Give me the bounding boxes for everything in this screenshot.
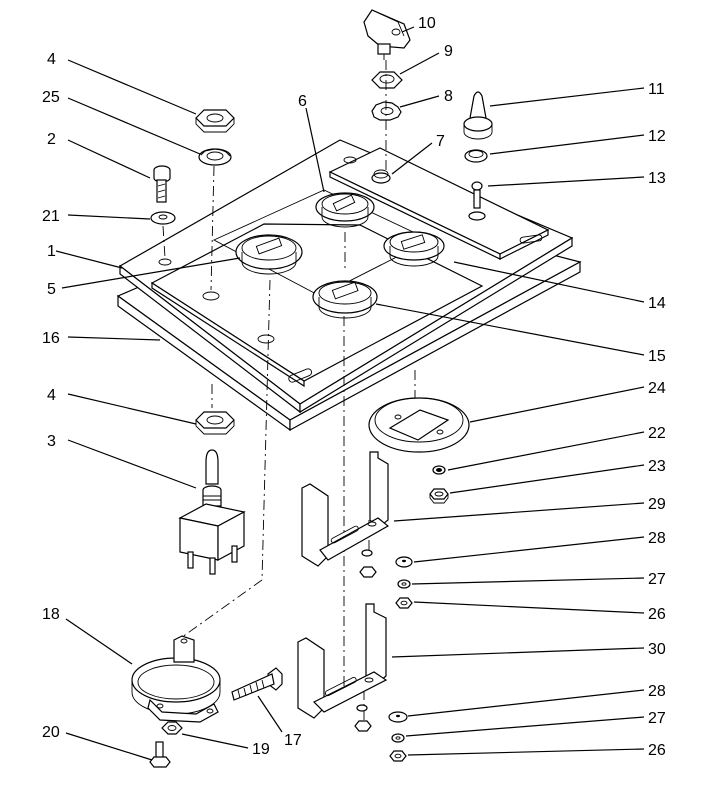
bracket-29 <box>301 451 390 567</box>
plate-holes <box>158 258 313 383</box>
stack-axis-line <box>210 165 215 291</box>
gauge-opening-6 <box>315 192 375 228</box>
callout-11: 11 <box>648 81 665 98</box>
callout-labels: 10 9 8 7 6 11 12 13 14 15 4 25 2 21 1 5 … <box>42 15 666 759</box>
callout-30: 30 <box>648 641 666 658</box>
band-clamp-18 <box>131 635 221 723</box>
callout-21: 21 <box>42 208 60 225</box>
callout-15: 15 <box>648 348 666 365</box>
gauge-24 <box>368 397 470 453</box>
callout-27-a: 27 <box>648 571 666 588</box>
ignition-switch-7 <box>371 169 391 184</box>
gauge-opening-14 <box>383 231 445 267</box>
screw-axis-line <box>162 225 166 259</box>
callout-27-b: 27 <box>648 710 666 727</box>
toggle-boot-11 <box>463 91 493 140</box>
callout-28-b: 28 <box>648 683 666 700</box>
bracket-30 <box>297 603 388 719</box>
bracket-30-hardware <box>354 704 372 732</box>
ring-nut-12 <box>464 149 488 163</box>
callout-16: 16 <box>42 330 60 347</box>
callout-12: 12 <box>648 128 666 145</box>
washer-21 <box>150 211 176 225</box>
callout-5: 5 <box>47 281 56 298</box>
lock-washer-25 <box>198 148 232 166</box>
star-washer-8 <box>371 101 402 121</box>
nut-23 <box>429 488 449 504</box>
callout-26-a: 26 <box>648 606 666 623</box>
callout-28-a: 28 <box>648 530 666 547</box>
callout-3: 3 <box>47 433 56 450</box>
toggle-switch-3 <box>178 449 246 575</box>
callout-9: 9 <box>444 43 453 60</box>
callout-24: 24 <box>648 380 666 397</box>
gauge-opening-15 <box>312 280 378 319</box>
callout-22: 22 <box>648 425 666 442</box>
callout-14: 14 <box>648 295 666 312</box>
callout-4-top: 4 <box>47 51 56 68</box>
key-switch <box>363 9 411 60</box>
bolt-17 <box>231 667 283 701</box>
guide-line-clamp-b <box>177 579 263 641</box>
callout-19: 19 <box>252 741 270 758</box>
toggle-lever-13 <box>468 181 486 221</box>
callout-7: 7 <box>436 133 445 150</box>
callout-10: 10 <box>418 15 436 32</box>
nut-19 <box>161 721 183 735</box>
bracket-29-hardware <box>359 549 377 578</box>
callout-23: 23 <box>648 458 666 475</box>
callout-29: 29 <box>648 496 666 513</box>
nut-4-top <box>195 109 235 133</box>
callout-17: 17 <box>284 732 302 749</box>
callout-8: 8 <box>444 88 453 105</box>
callout-6: 6 <box>298 93 307 110</box>
leader-lines <box>55 26 645 761</box>
callout-13: 13 <box>648 170 666 187</box>
callout-18: 18 <box>42 606 60 623</box>
callout-20: 20 <box>42 724 60 741</box>
callout-26-b: 26 <box>648 742 666 759</box>
callout-2: 2 <box>47 131 56 148</box>
screw-20 <box>149 741 171 768</box>
nut-4-bottom <box>195 411 235 435</box>
callout-25: 25 <box>42 89 60 106</box>
callout-1: 1 <box>47 243 56 260</box>
hardware-28-27-26-a <box>395 556 413 609</box>
gauge-opening-5 <box>235 234 303 275</box>
hardware-28-27-26-b <box>388 711 408 762</box>
key-nut-9 <box>371 71 403 89</box>
screw-2 <box>153 165 171 203</box>
callout-4-bottom: 4 <box>47 387 56 404</box>
lock-washer-22 <box>432 465 446 475</box>
